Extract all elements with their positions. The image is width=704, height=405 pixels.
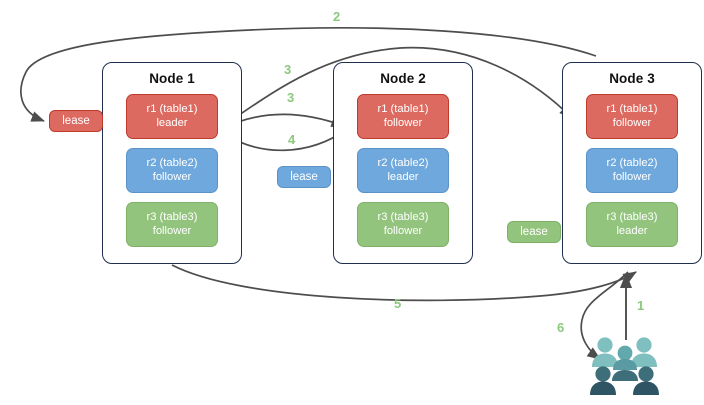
- step-label-2: 2: [333, 9, 341, 24]
- replica-list-3: r1 (table1) follower r2 (table2) followe…: [563, 94, 701, 255]
- lease-chip-table3[interactable]: lease: [507, 221, 561, 243]
- replica-role: leader: [616, 224, 648, 237]
- node-title-3: Node 3: [609, 71, 655, 86]
- replica-list-1: r1 (table1) leader r2 (table2) follower …: [103, 94, 241, 255]
- step-label-3b: 3: [287, 90, 295, 105]
- replica-name: r2 (table2): [606, 157, 658, 170]
- replica-name: r3 (table3): [377, 211, 429, 224]
- replica-n1-r1[interactable]: r1 (table1) leader: [126, 94, 218, 139]
- replica-role: follower: [383, 224, 423, 237]
- replica-role: follower: [152, 170, 192, 183]
- arrow-step-6: [580, 271, 629, 360]
- replica-name: r1 (table1): [146, 103, 198, 116]
- replica-n2-r3[interactable]: r3 (table3) follower: [357, 202, 449, 247]
- node-title-1: Node 1: [149, 71, 195, 86]
- arrow-step-4: [227, 129, 347, 152]
- step-label-5: 5: [394, 296, 402, 311]
- node-container-3: Node 3 r1 (table1) follower r2 (table2) …: [562, 62, 702, 264]
- step-label-6: 6: [557, 320, 565, 335]
- replica-role: follower: [612, 170, 652, 183]
- lease-chip-table2[interactable]: lease: [277, 166, 331, 188]
- replica-role: follower: [152, 224, 192, 237]
- replica-role: follower: [612, 116, 652, 129]
- replica-n2-r1[interactable]: r1 (table1) follower: [357, 94, 449, 139]
- node-title-2: Node 2: [380, 71, 426, 86]
- replica-name: r2 (table2): [146, 157, 198, 170]
- replica-list-2: r1 (table1) follower r2 (table2) leader …: [334, 94, 472, 255]
- replica-name: r3 (table3): [146, 211, 198, 224]
- users-group-icon: [590, 337, 659, 395]
- step-label-4: 4: [288, 132, 296, 147]
- replica-name: r2 (table2): [377, 157, 429, 170]
- replica-n3-r2[interactable]: r2 (table2) follower: [586, 148, 678, 193]
- replica-name: r3 (table3): [606, 211, 658, 224]
- replica-n1-r2[interactable]: r2 (table2) follower: [126, 148, 218, 193]
- arrow-step-2: [20, 27, 597, 122]
- replica-role: leader: [156, 116, 188, 129]
- node-container-1: Node 1 r1 (table1) leader r2 (table2) fo…: [102, 62, 242, 264]
- replica-role: follower: [383, 116, 423, 129]
- replica-name: r1 (table1): [377, 103, 429, 116]
- replica-n2-r2[interactable]: r2 (table2) leader: [357, 148, 449, 193]
- step-label-3a: 3: [284, 62, 292, 77]
- step-label-1: 1: [637, 298, 645, 313]
- replica-n3-r3[interactable]: r3 (table3) leader: [586, 202, 678, 247]
- replica-n1-r3[interactable]: r3 (table3) follower: [126, 202, 218, 247]
- arrow-step-5: [171, 264, 637, 302]
- replica-n3-r1[interactable]: r1 (table1) follower: [586, 94, 678, 139]
- replica-role: leader: [387, 170, 419, 183]
- lease-chip-table1[interactable]: lease: [49, 110, 103, 132]
- node-container-2: Node 2 r1 (table1) follower r2 (table2) …: [333, 62, 473, 264]
- replica-name: r1 (table1): [606, 103, 658, 116]
- arrow-step-3-to-node3: [219, 46, 573, 129]
